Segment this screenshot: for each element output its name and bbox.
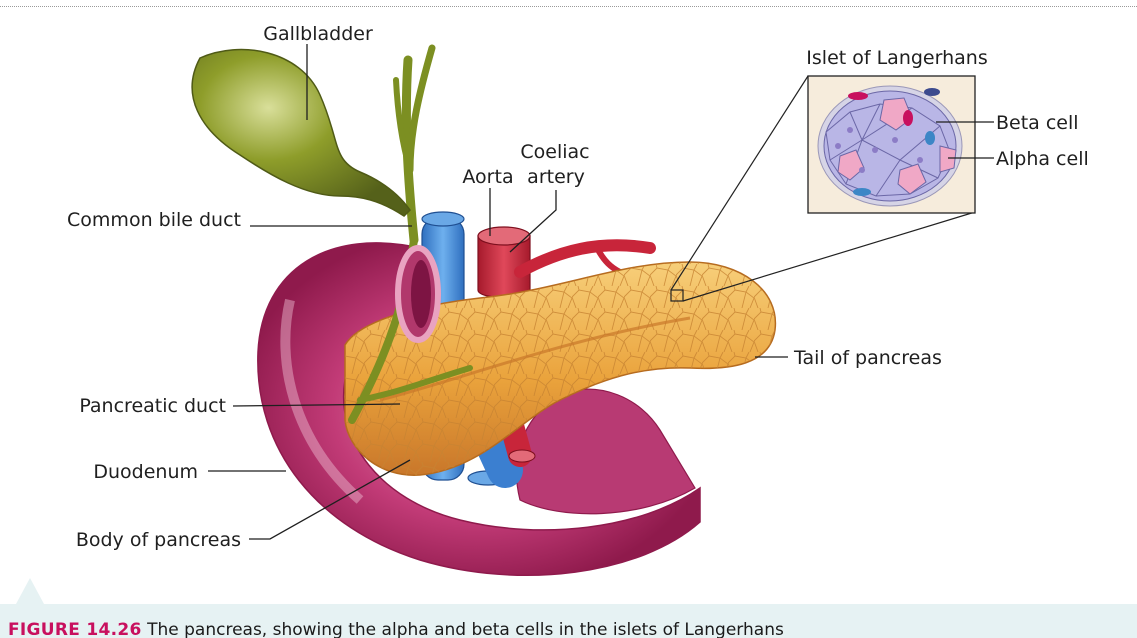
pancreas-diagram: Gallbladder Islet of Langerhans Beta cel… [67,23,1089,577]
label-aorta: Aorta [462,166,513,188]
duodenum-lumen [411,260,431,328]
figure-number: FIGURE 14.26 [8,620,142,638]
leader-coeliac-artery [509,190,557,253]
label-tail: Tail of pancreas [793,347,942,369]
caption-notch [16,578,44,604]
label-alpha-cell: Alpha cell [996,148,1089,170]
leader-pancreatic-duct [232,403,401,407]
label-beta-cell: Beta cell [996,112,1079,134]
label-islet: Islet of Langerhans [806,47,987,69]
label-gallbladder: Gallbladder [263,23,373,45]
islet-location-box [670,289,684,302]
zoom-line-upper [670,75,809,291]
caption-bar [0,604,1137,638]
bile-duct-shape [348,44,473,424]
caption-text: The pancreas, showing the alpha and beta… [147,620,784,638]
label-body: Body of pancreas [76,529,241,551]
figure-caption: FIGURE 14.26 The pancreas, showing the a… [8,620,784,638]
label-duodenum: Duodenum [93,461,198,483]
label-common-bile-duct: Common bile duct [67,209,241,231]
label-artery: artery [527,166,585,188]
islet-inset [807,75,976,214]
pancreas-shape [344,261,777,476]
top-dotted-rule [0,6,1137,7]
zoom-line-lower [682,211,976,302]
leader-lines [208,44,994,540]
gallbladder-shape [191,48,411,217]
label-coeliac: Coeliac [520,141,589,163]
label-pancreatic-duct: Pancreatic duct [79,395,226,417]
leader-body [249,459,411,540]
